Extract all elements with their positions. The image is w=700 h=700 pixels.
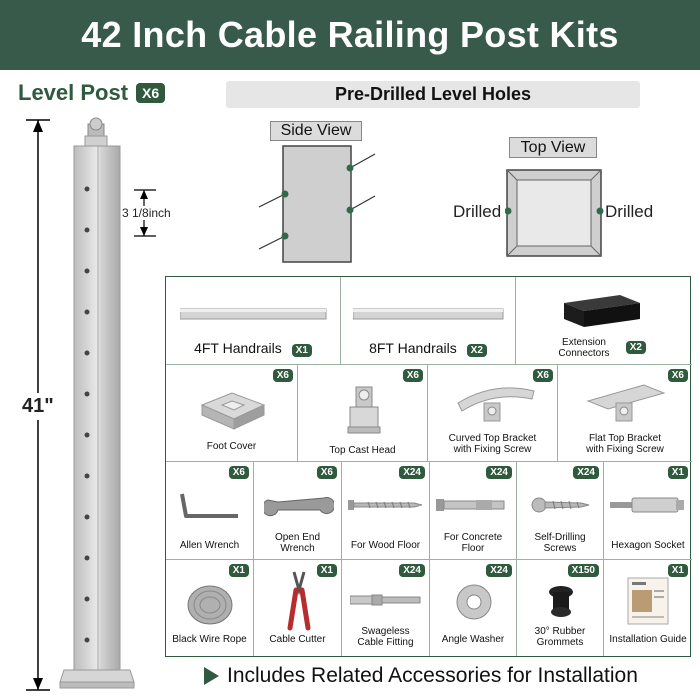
accessory-hexagon-socket: X1 Hexagon Socket bbox=[604, 462, 692, 560]
accessory-name: Cable Cutter bbox=[269, 634, 326, 645]
accessory-cable-cutter: X1 Cable Cutter bbox=[254, 560, 342, 656]
open-wrench-icon bbox=[264, 497, 334, 517]
accessory-swageless-cable-fitting: X24 Swageless Cable Fitting bbox=[342, 560, 430, 656]
accessory-qty: X24 bbox=[486, 466, 512, 479]
side-view-diagram bbox=[258, 145, 376, 263]
accessory-top-cast-head: X6 Top Cast Head bbox=[298, 365, 428, 462]
accessory-qty: X2 bbox=[466, 344, 487, 357]
wood-screw-icon bbox=[348, 500, 423, 510]
accessory-allen-wrench: X6 Allen Wrench bbox=[166, 462, 254, 560]
connector-block-icon bbox=[564, 295, 640, 327]
level-post-illustration bbox=[26, 117, 156, 691]
accessory-concrete-anchor: X24 For Concrete Floor bbox=[430, 462, 517, 560]
flat-bracket-icon bbox=[586, 384, 666, 422]
accessory-qty: X24 bbox=[399, 466, 425, 479]
accessory-qty: X1 bbox=[291, 344, 312, 357]
accessory-8ft-handrails: 8FT Handrails X2 bbox=[341, 277, 516, 365]
accessory-name: Black Wire Rope bbox=[172, 634, 247, 645]
handrail-short-icon bbox=[180, 308, 327, 320]
accessory-qty: X6 bbox=[228, 466, 249, 479]
accessory-name: Installation Guide bbox=[609, 634, 687, 645]
accessory-wood-floor-screw: X24 For Wood Floor bbox=[342, 462, 430, 560]
guide-booklet-icon bbox=[627, 577, 669, 625]
accessory-qty: X1 bbox=[228, 564, 249, 577]
top-view-diagram bbox=[505, 169, 604, 257]
level-post-qty-badge: X6 bbox=[136, 83, 166, 103]
accessory-qty: X1 bbox=[667, 466, 688, 479]
accessory-flat-top-bracket: X6 Flat Top Bracket with Fixing Screw bbox=[558, 365, 692, 462]
accessory-qty: X150 bbox=[567, 564, 599, 577]
accessory-black-wire-rope: X1 Black Wire Rope bbox=[166, 560, 254, 656]
accessory-qty: X24 bbox=[399, 564, 425, 577]
accessory-qty: X6 bbox=[402, 369, 423, 382]
accessory-name: Curved Top Bracket with Fixing Screw bbox=[448, 433, 537, 455]
footer-text: Includes Related Accessories for Install… bbox=[227, 664, 638, 687]
foot-cover-icon bbox=[200, 392, 266, 430]
accessory-name: 4FT Handrails bbox=[194, 340, 282, 356]
hole-spacing-label: 3 1/8inch bbox=[122, 206, 171, 220]
page-title: 42 Inch Cable Railing Post Kits bbox=[81, 14, 619, 55]
post-height-label: 41" bbox=[22, 393, 54, 420]
accessory-name: For Wood Floor bbox=[350, 540, 421, 551]
accessory-qty: X6 bbox=[667, 369, 688, 382]
drilled-left-label: Drilled bbox=[453, 202, 502, 221]
accessory-name: Extension Connectors bbox=[558, 337, 610, 359]
triangle-bullet-icon bbox=[204, 667, 219, 685]
curved-bracket-icon bbox=[457, 387, 535, 422]
accessory-qty: X24 bbox=[486, 564, 512, 577]
accessory-curved-top-bracket: X6 Curved Top Bracket with Fixing Screw bbox=[428, 365, 558, 462]
accessory-name: Foot Cover bbox=[206, 441, 257, 452]
concrete-anchor-icon bbox=[436, 499, 505, 511]
footer-note: Includes Related Accessories for Install… bbox=[204, 664, 638, 688]
angle-washer-icon bbox=[456, 584, 492, 620]
accessory-qty: X6 bbox=[316, 466, 337, 479]
accessory-name: For Concrete Floor bbox=[443, 532, 503, 554]
accessory-name: Top Cast Head bbox=[329, 445, 396, 456]
pre-drilled-holes-banner: Pre-Drilled Level Holes bbox=[226, 81, 640, 108]
cable-cutter-icon bbox=[287, 571, 311, 631]
cable-fitting-icon bbox=[350, 594, 421, 606]
accessory-name: 30° Rubber Grommets bbox=[534, 626, 586, 648]
accessory-installation-guide: X1 Installation Guide bbox=[604, 560, 692, 656]
accessory-name: Open End Wrench bbox=[274, 532, 321, 554]
accessory-foot-cover: X6 Foot Cover bbox=[166, 365, 298, 462]
accessory-4ft-handrails: 4FT Handrails X1 bbox=[166, 277, 341, 365]
accessory-qty: X24 bbox=[573, 466, 599, 479]
page-title-banner: 42 Inch Cable Railing Post Kits bbox=[0, 0, 700, 70]
accessory-qty: X1 bbox=[316, 564, 337, 577]
accessory-extension-connectors: Extension Connectors X2 bbox=[516, 277, 692, 365]
accessory-qty: X6 bbox=[532, 369, 553, 382]
cast-head-icon bbox=[347, 386, 381, 434]
accessories-grid: 4FT Handrails X1 8FT Handrails X2 Extens… bbox=[165, 276, 692, 657]
accessory-name: Angle Washer bbox=[441, 634, 505, 645]
level-post-label: Level Post bbox=[18, 80, 129, 105]
accessory-name: Hexagon Socket bbox=[611, 540, 685, 551]
accessory-name: Allen Wrench bbox=[179, 540, 240, 551]
wire-rope-icon bbox=[187, 585, 233, 625]
hex-socket-icon bbox=[610, 497, 684, 513]
accessory-rubber-grommets: X150 30° Rubber Grommets bbox=[517, 560, 604, 656]
grommet-icon bbox=[549, 586, 573, 617]
accessory-qty: X1 bbox=[667, 564, 688, 577]
accessory-open-end-wrench: X6 Open End Wrench bbox=[254, 462, 342, 560]
accessory-name: Self-Drilling Screws bbox=[534, 532, 586, 554]
top-view-label: Top View bbox=[509, 137, 597, 158]
accessory-name: Swageless Cable Fitting bbox=[357, 626, 414, 648]
accessory-name: 8FT Handrails bbox=[369, 340, 457, 356]
drilled-right-label: Drilled bbox=[605, 202, 654, 221]
accessory-qty: X2 bbox=[625, 341, 646, 354]
level-post-heading: Level Post X6 bbox=[18, 80, 166, 106]
accessory-qty: X6 bbox=[272, 369, 293, 382]
side-view-label: Side View bbox=[270, 121, 362, 141]
handrail-long-icon bbox=[353, 308, 504, 320]
pre-drilled-holes-title: Pre-Drilled Level Holes bbox=[334, 84, 532, 104]
self-drilling-screw-icon bbox=[531, 497, 590, 513]
accessory-name: Flat Top Bracket with Fixing Screw bbox=[586, 433, 664, 455]
accessory-self-drilling-screws: X24 Self-Drilling Screws bbox=[517, 462, 604, 560]
allen-wrench-icon bbox=[180, 493, 238, 518]
accessory-angle-washer: X24 Angle Washer bbox=[430, 560, 517, 656]
